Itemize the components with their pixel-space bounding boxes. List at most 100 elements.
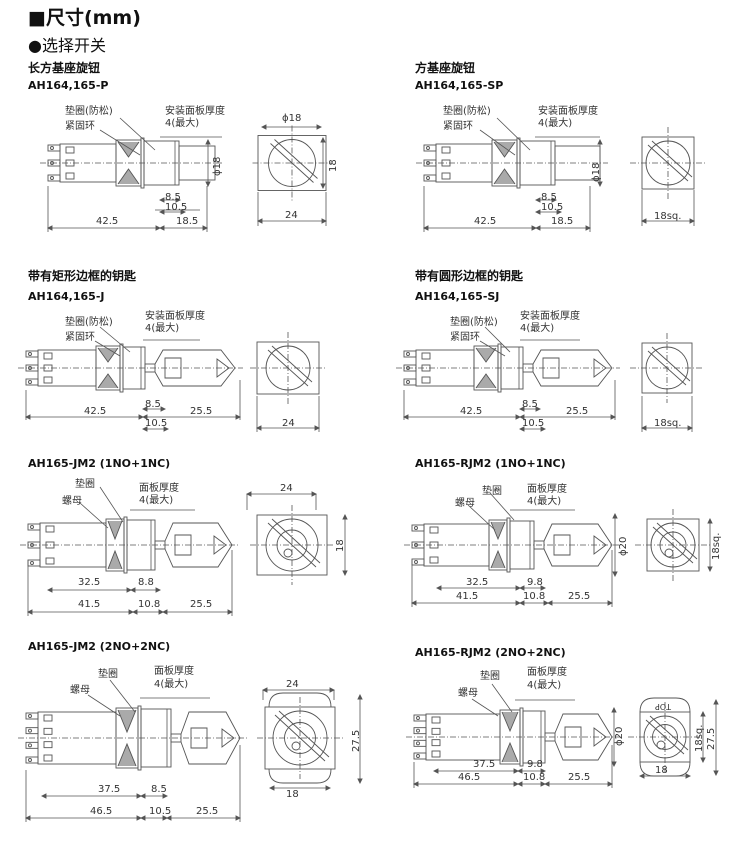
dim: 25.5	[190, 599, 213, 610]
arrow-icon	[597, 138, 603, 188]
arrow-icon	[422, 225, 538, 231]
dim: 8.5	[541, 192, 557, 203]
dim: 18sq.	[711, 532, 722, 560]
leader-line	[119, 117, 156, 151]
label-panel-thickness: 面板厚度	[527, 484, 567, 495]
contact-window	[441, 172, 451, 180]
terminal	[25, 756, 39, 764]
nut-hatch	[117, 709, 137, 767]
contact-window	[429, 556, 439, 564]
dim: 10.8	[523, 591, 546, 602]
contact-window	[43, 754, 53, 762]
terminal-hole	[30, 543, 34, 547]
dial-ring	[268, 139, 316, 187]
arrow-icon	[255, 425, 321, 431]
dim: 37.5	[98, 784, 121, 795]
arrow-icon	[24, 815, 143, 821]
dim: ϕ18	[282, 113, 302, 124]
arrow-icon	[261, 687, 336, 693]
contact-window	[43, 741, 53, 749]
contact-window	[43, 376, 53, 384]
arrow-icon	[516, 768, 547, 774]
label-ring: 紧固环	[443, 121, 473, 132]
dim: 18.5	[551, 216, 574, 227]
arrow-icon	[534, 225, 592, 231]
dim: 42.5	[474, 216, 497, 227]
contact-window	[65, 146, 75, 154]
dim: 42.5	[96, 216, 119, 227]
leader-line	[467, 504, 496, 531]
front-frame	[639, 711, 691, 763]
arrow-icon	[707, 517, 713, 573]
terminal	[411, 524, 425, 532]
terminal	[47, 144, 61, 152]
label-max: 4(最大)	[139, 495, 174, 506]
dim: 46.5	[458, 772, 481, 783]
dim: ϕ20	[614, 726, 625, 746]
key-cylinder	[284, 722, 316, 754]
terminal	[411, 558, 425, 566]
contact-window	[431, 727, 441, 735]
contact-window	[43, 727, 53, 735]
terminal-hole	[28, 728, 32, 733]
dim: 42.5	[84, 406, 107, 417]
knob	[178, 145, 216, 181]
key-cutout	[174, 534, 227, 556]
arrow-icon	[640, 218, 696, 224]
terminal-hole	[416, 741, 420, 746]
arrow-icon	[534, 197, 558, 203]
contact-window	[431, 750, 441, 758]
dim: 25.5	[566, 406, 589, 417]
terminal-hole	[406, 352, 410, 356]
label-washer: 垫圈(防松)	[443, 106, 491, 117]
arrow-icon	[256, 218, 328, 224]
arrow-icon	[46, 225, 162, 231]
label-washer: 垫圈(防松)	[65, 106, 113, 117]
terminal-hole	[28, 714, 32, 718]
key-stem	[522, 363, 534, 373]
terminal-hole	[414, 543, 418, 547]
terminal	[25, 727, 39, 735]
terminal	[413, 752, 427, 760]
leader-line	[87, 694, 121, 717]
arrow-icon	[260, 124, 323, 130]
arrow-icon	[432, 768, 520, 774]
key-cylinder	[276, 529, 308, 561]
dim: 25.5	[568, 591, 591, 602]
dim: 18sq.	[694, 724, 705, 752]
arrow-icon	[518, 426, 547, 432]
dim: ϕ18	[591, 162, 602, 182]
key-cutout	[190, 727, 235, 749]
pointer-bar	[267, 518, 321, 568]
arrow-icon	[700, 710, 706, 764]
arrow-icon	[518, 585, 547, 591]
nut-hatch	[117, 141, 140, 185]
arrow-icon	[40, 793, 143, 799]
label-ring: 紧固环	[450, 332, 480, 343]
contact-window	[43, 714, 53, 722]
pointer-bar	[267, 345, 313, 387]
section-name: 带有圆形边框的钥匙	[415, 269, 524, 283]
dim: ϕ18	[212, 156, 223, 176]
contact-window	[429, 541, 439, 549]
key	[154, 349, 236, 387]
arrow-icon	[24, 414, 145, 420]
terminal-hole	[426, 146, 430, 150]
terminal	[403, 378, 417, 386]
leader-line	[491, 683, 513, 713]
terminal-hole	[416, 728, 420, 733]
leader-line	[471, 698, 499, 717]
arrow-icon	[139, 793, 169, 799]
dim: 18	[286, 789, 299, 800]
arrow-icon	[611, 706, 617, 768]
leader-line	[479, 129, 516, 156]
leader-line	[479, 340, 506, 357]
dim: 41.5	[456, 591, 479, 602]
dial-ring	[645, 140, 691, 186]
contact-window	[421, 376, 431, 384]
dim: 18sq.	[654, 211, 682, 222]
terminal	[413, 727, 427, 735]
dial-ring	[643, 715, 687, 759]
arrow-icon	[402, 414, 522, 420]
